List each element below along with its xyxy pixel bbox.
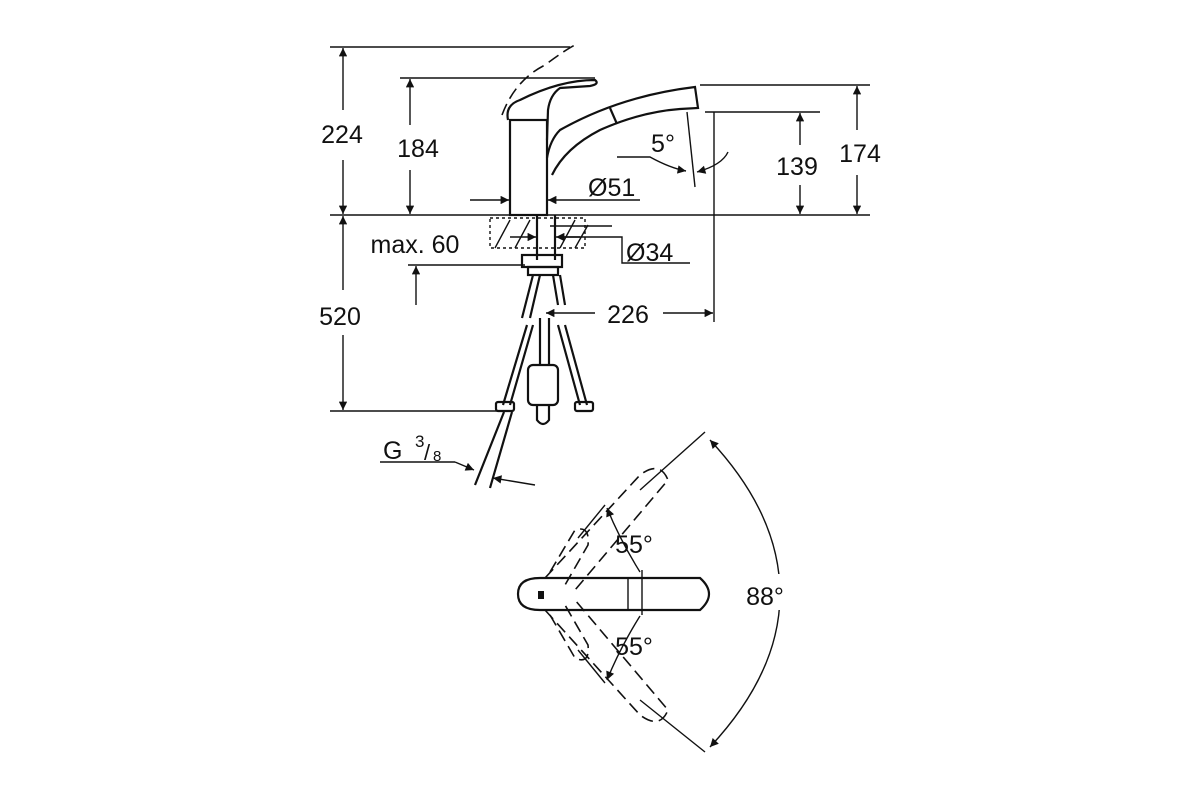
dimension-139: 139 [705, 111, 820, 214]
dimension-max-60: max. 60 [371, 231, 525, 305]
dim-label-d34: Ø34 [626, 239, 673, 267]
faucet-side-view [473, 44, 700, 489]
dim-label-226: 226 [607, 301, 649, 329]
svg-text:/: / [424, 440, 431, 465]
dimension-d51: Ø51 [470, 174, 640, 205]
dim-label-139: 139 [776, 153, 818, 181]
dimension-d34: Ø34 [510, 232, 690, 267]
dim-label-174: 174 [839, 140, 881, 168]
faucet-top-view: 55° 55° 88° [516, 431, 810, 753]
dim-label-5-degree: 5° [651, 130, 675, 158]
thread-numerator: 3 [415, 432, 424, 451]
dimension-g-3-8: G 3 / 8 [380, 432, 536, 486]
dimension-5-degree: 5° [617, 111, 729, 188]
dim-label-55-lower: 55° [615, 633, 653, 661]
dim-label-224: 224 [321, 121, 363, 149]
dim-label-520: 520 [319, 303, 361, 331]
dimension-184: 184 [397, 77, 595, 214]
dim-label-max-60: max. 60 [371, 231, 460, 259]
dim-label-184: 184 [397, 135, 439, 163]
dimension-520: 520 [319, 216, 505, 412]
dim-label-d51: Ø51 [588, 174, 635, 202]
dim-label-55-upper: 55° [615, 531, 653, 559]
dimension-174: 174 [700, 84, 881, 214]
thread-letter: G [383, 437, 402, 465]
dimension-224: 224 [321, 46, 570, 214]
dimension-226: 226 [546, 112, 715, 329]
dim-label-88: 88° [746, 583, 784, 611]
thread-denominator: 8 [433, 448, 441, 465]
